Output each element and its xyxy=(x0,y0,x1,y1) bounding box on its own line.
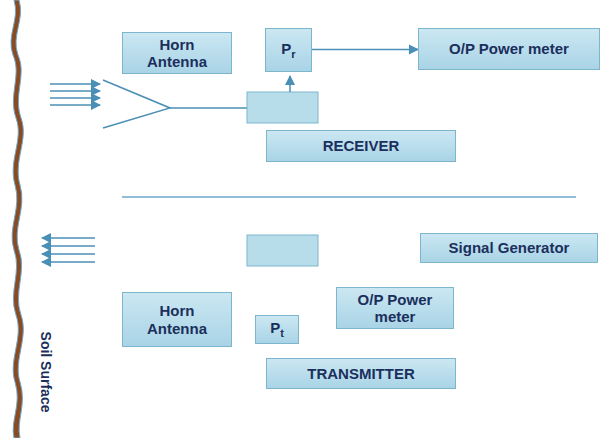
signal-arrow xyxy=(312,49,418,51)
node-text: Pr xyxy=(281,40,295,61)
outgoing-waves xyxy=(42,238,95,262)
node-text: O/P Power meter xyxy=(343,291,447,326)
divider xyxy=(122,196,576,198)
feed-wire xyxy=(170,107,247,109)
signal-line xyxy=(289,76,291,92)
section-title-box: RECEIVER xyxy=(266,130,456,162)
power-symbol-box: Pt xyxy=(255,315,299,344)
power-meter-box: O/P Power meter xyxy=(336,287,454,329)
antenna-box: Horn Antenna xyxy=(122,32,232,74)
transmitter-module xyxy=(247,235,318,266)
node-text: Signal Generator xyxy=(449,239,570,256)
node-text: Pt xyxy=(270,319,284,340)
section-title-box: TRANSMITTER xyxy=(266,358,456,389)
horn-shape xyxy=(103,80,170,128)
receiver-module xyxy=(247,92,318,123)
node-text: O/P Power meter xyxy=(449,40,569,57)
antenna-box: Horn Antenna xyxy=(122,292,232,347)
power-symbol-box: Pr xyxy=(265,28,312,72)
soil-surface xyxy=(11,0,23,438)
node-text: Horn Antenna xyxy=(129,302,225,337)
node-text: RECEIVER xyxy=(323,137,400,154)
node-text: TRANSMITTER xyxy=(307,365,415,382)
power-meter-box: O/P Power meter xyxy=(418,28,600,70)
surface-label: Soil Surface xyxy=(38,332,54,413)
generator-box: Signal Generator xyxy=(420,233,598,263)
node-text: Horn Antenna xyxy=(129,36,225,71)
incoming-waves xyxy=(50,84,100,105)
